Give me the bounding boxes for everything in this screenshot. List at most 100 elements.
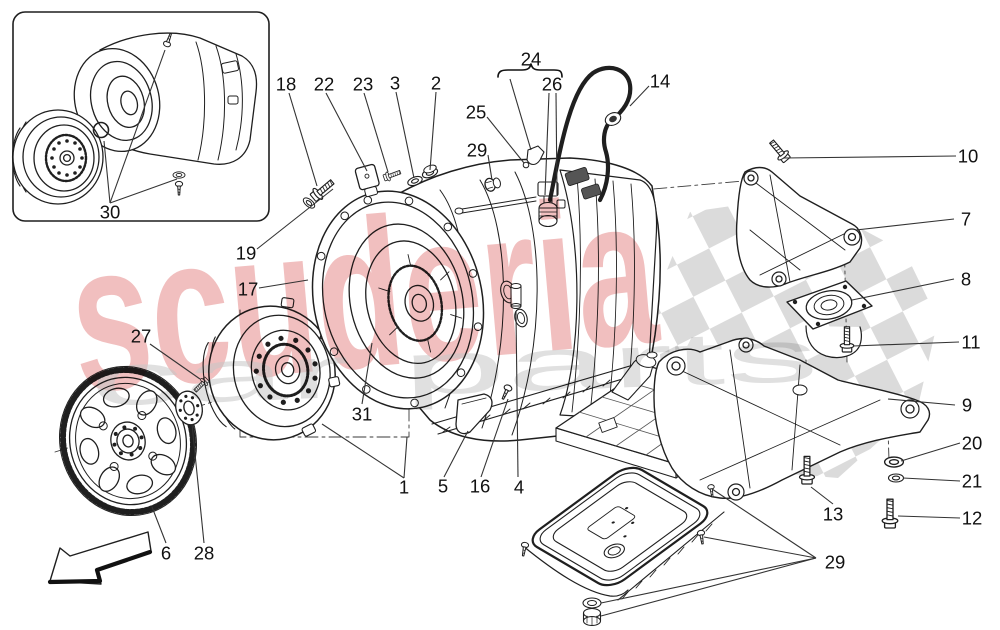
part-number-label: 20 <box>962 433 983 454</box>
callout-5-4: 5 <box>438 430 469 497</box>
part-number-label: 2 <box>431 73 441 94</box>
leader-line <box>852 341 960 347</box>
part-number-label: 19 <box>236 243 257 264</box>
leader-line <box>600 557 817 604</box>
callout-27-25: 27 <box>131 326 201 380</box>
callout-1: 1 <box>321 423 409 498</box>
part-number-label: 29 <box>825 552 846 573</box>
technical-line-art <box>12 11 931 626</box>
callout-18-16: 18 <box>276 74 318 187</box>
part-number-label: 13 <box>823 504 844 525</box>
callout-14-13: 14 <box>629 71 670 107</box>
gearbox-housing <box>311 157 661 442</box>
support-bracket <box>735 166 863 288</box>
leader-line <box>395 91 415 179</box>
callout-24-22: 24 <box>509 49 542 151</box>
callout-12-11: 12 <box>897 508 983 529</box>
flywheel-driveplate <box>59 365 197 517</box>
leader-line <box>810 486 834 505</box>
callout-28-26: 28 <box>191 423 215 564</box>
bracket-bolt <box>765 136 793 165</box>
part-number-label: 23 <box>353 74 374 95</box>
part-number-label: 24 <box>521 49 542 70</box>
leader-line <box>711 488 817 559</box>
part-number-label: 5 <box>438 476 448 497</box>
leader-line <box>515 311 519 478</box>
callout-31-30: 31 <box>352 342 373 425</box>
leader-line <box>855 218 955 231</box>
spacer-plate <box>175 390 203 426</box>
part-number-label: 17 <box>238 279 259 300</box>
callout-25-23: 25 <box>466 102 525 164</box>
leader-line <box>900 442 961 462</box>
inset-torque-converter <box>12 109 104 205</box>
callout-9-8: 9 <box>887 395 972 416</box>
leader-line <box>902 477 961 482</box>
part-number-label: 3 <box>390 73 400 94</box>
part-number-label: 28 <box>194 543 215 564</box>
callout-17-15: 17 <box>238 279 309 300</box>
washer-small <box>887 473 905 483</box>
part-number-label: 16 <box>470 476 491 497</box>
leader-line <box>897 515 961 519</box>
part-number-label: 27 <box>131 326 152 347</box>
part-number-label: 26 <box>542 74 563 95</box>
callout-29-27: 29 <box>467 140 493 181</box>
leader-line <box>443 430 469 478</box>
inset-o-ring <box>92 121 110 139</box>
breather-plug <box>484 177 501 192</box>
callout-11-10: 11 <box>852 332 981 353</box>
leader-line <box>151 506 167 544</box>
leader-line <box>480 398 509 478</box>
callout-7-6: 7 <box>855 209 971 231</box>
part-number-label: 10 <box>958 146 979 167</box>
part-number-label: 1 <box>399 477 409 498</box>
dowel-sleeve <box>510 283 522 309</box>
leader-line <box>629 85 650 107</box>
leader-line <box>361 342 373 405</box>
leader-line <box>363 92 389 173</box>
callout-22-20: 22 <box>314 74 368 172</box>
leader-line <box>256 188 334 250</box>
oil-pan <box>520 463 724 626</box>
connector-bracket <box>526 145 545 166</box>
leader-line <box>887 398 956 406</box>
leader-line <box>544 92 550 196</box>
part-number-label: 30 <box>100 202 121 223</box>
callout-16-14: 16 <box>470 398 509 497</box>
callout-21-19: 21 <box>902 471 982 492</box>
leader-line <box>109 178 178 204</box>
leader-line <box>509 78 532 151</box>
callout-20-18: 20 <box>900 433 983 462</box>
leader-line <box>487 154 493 181</box>
leader-line <box>851 278 955 301</box>
crossmember-bolt-rear <box>881 498 899 529</box>
callout-10-9: 10 <box>783 146 979 167</box>
inset-gearbox-drawing <box>12 31 258 205</box>
part-number-label: 29 <box>467 140 488 161</box>
watermark: scuderia car parts <box>61 152 820 437</box>
callout-6-5: 6 <box>151 506 171 564</box>
callout-4-3: 4 <box>514 311 524 498</box>
leader-line <box>486 116 525 164</box>
suction-filter <box>611 351 658 401</box>
top-fasteners <box>300 65 633 228</box>
leader-line <box>103 140 111 204</box>
callout-2-1: 2 <box>429 73 441 171</box>
part-number-label: 7 <box>961 209 971 230</box>
part-number-label: 12 <box>962 508 983 529</box>
callout-8-7: 8 <box>851 269 971 301</box>
leader-line <box>109 49 166 204</box>
leader-line <box>429 91 437 171</box>
drain-plug <box>582 607 602 627</box>
direction-arrow <box>47 531 153 585</box>
rubber-pad <box>455 393 493 435</box>
part-number-label: 31 <box>352 404 373 425</box>
retainer-ball <box>522 161 530 169</box>
part-number-label: 18 <box>276 74 297 95</box>
drain-washer <box>582 597 602 609</box>
leader-line <box>600 557 817 617</box>
leader-line <box>555 92 558 196</box>
